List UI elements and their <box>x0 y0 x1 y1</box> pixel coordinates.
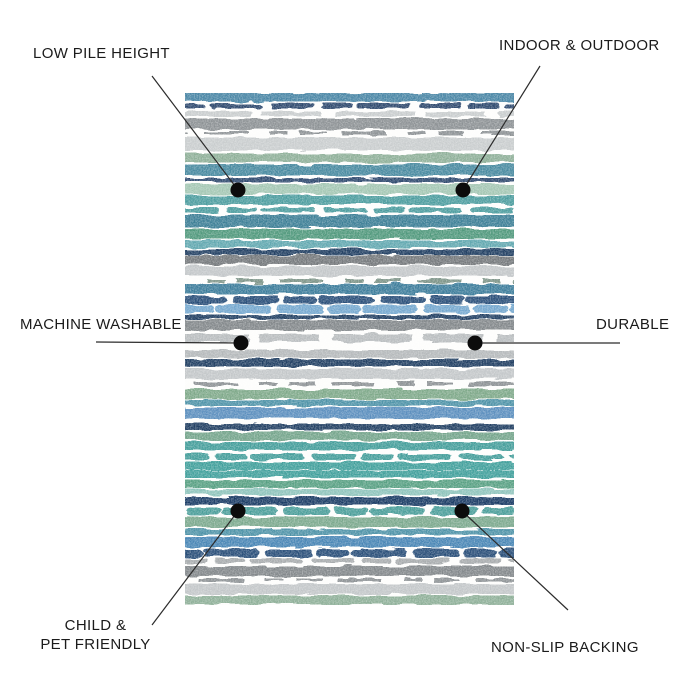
rug-texture <box>185 93 514 605</box>
feature-label-line-2: PET FRIENDLY <box>40 636 151 653</box>
feature-label-line-1: CHILD & <box>64 617 127 634</box>
feature-label-non-slip-backing: NON-SLIP BACKING <box>491 639 639 656</box>
feature-label-child-pet-friendly: CHILD & PET FRIENDLY <box>20 616 171 654</box>
feature-label-machine-washable: MACHINE WASHABLE <box>20 316 182 333</box>
feature-label-low-pile-height: LOW PILE HEIGHT <box>33 45 170 62</box>
rug-image <box>185 93 514 605</box>
feature-label-durable: DURABLE <box>596 316 670 333</box>
feature-label-indoor-outdoor: INDOOR & OUTDOOR <box>499 37 660 54</box>
